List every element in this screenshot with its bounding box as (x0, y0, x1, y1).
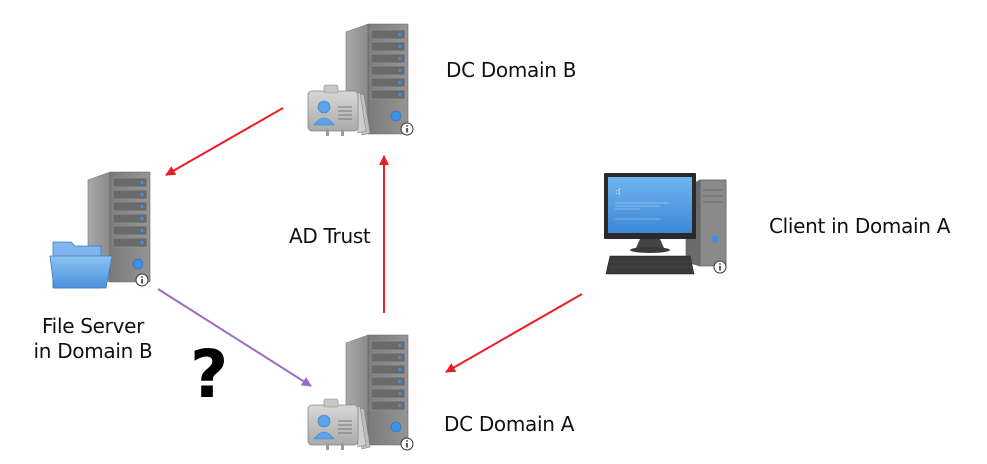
node-client: :( (604, 173, 727, 275)
label-dc-domain-a: DC Domain A (444, 412, 575, 436)
arrow-dc-b-to-file-server (165, 107, 284, 176)
label-file-server: File Server in Domain B (18, 314, 168, 364)
question-mark: ? (190, 336, 229, 413)
info-badge-icon[interactable] (400, 437, 414, 451)
node-dc-domain-b (307, 23, 414, 137)
keyboard-icon (605, 255, 695, 275)
label-dc-domain-b: DC Domain B (446, 58, 577, 82)
info-badge-icon[interactable] (713, 260, 727, 274)
blue-screen (608, 177, 692, 233)
node-dc-domain-a (307, 334, 414, 451)
node-file-server (49, 171, 151, 289)
monitor-icon: :( (604, 173, 696, 253)
label-file-server-line-2: in Domain B (33, 339, 153, 363)
folder-icon (49, 241, 113, 289)
info-badge-icon[interactable] (135, 273, 149, 287)
arrow-client-to-dc-a (445, 293, 583, 373)
label-ad-trust: AD Trust (289, 224, 371, 248)
label-client: Client in Domain A (769, 214, 951, 238)
info-badge-icon[interactable] (400, 122, 414, 136)
arrow-file-server-to-dc-a (157, 288, 312, 387)
label-file-server-line-1: File Server (41, 314, 145, 338)
svg-text::(: :( (615, 187, 621, 196)
